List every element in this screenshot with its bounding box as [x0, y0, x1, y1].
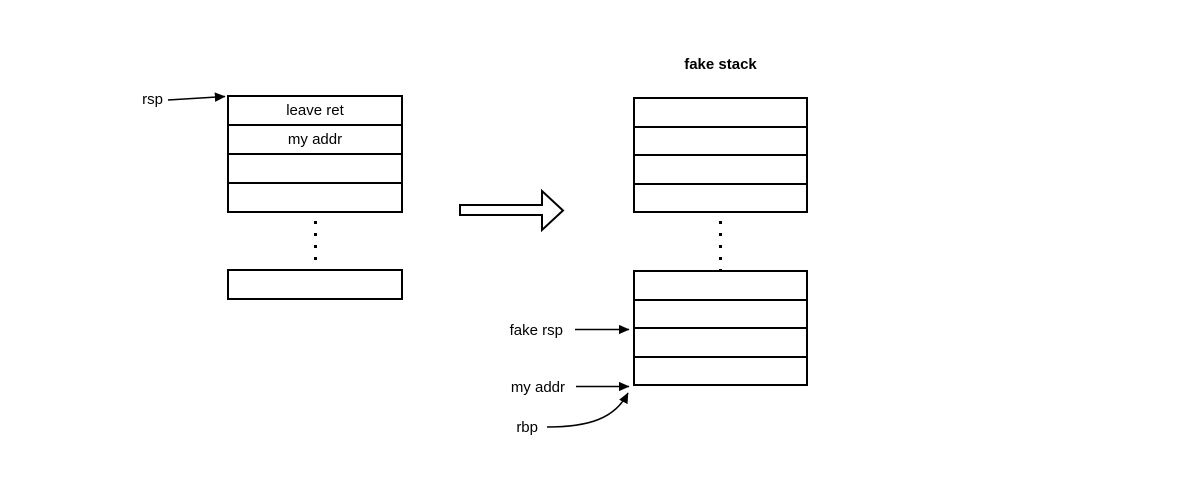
- dot-icon: [719, 221, 722, 224]
- fake-stack-upper-row-3: [635, 154, 806, 183]
- dot-icon: [314, 233, 317, 236]
- left-detached-row: [229, 271, 401, 298]
- fake-stack-upper: [633, 97, 808, 213]
- rsp-label: rsp: [142, 91, 163, 108]
- dot-icon: [719, 257, 722, 260]
- fake-stack-title: fake stack: [684, 56, 757, 73]
- dot-icon: [719, 233, 722, 236]
- fake-rsp-label: fake rsp: [509, 322, 563, 339]
- dot-icon: [314, 257, 317, 260]
- left-stack-row-empty-2: [229, 182, 401, 211]
- dot-icon: [314, 245, 317, 248]
- left-detached-box: [227, 269, 403, 300]
- left-stack: leave ret my addr: [227, 95, 403, 213]
- transform-right-arrow-icon: [459, 188, 565, 233]
- ellipsis-dots-right: [719, 221, 722, 272]
- fake-stack-lower: [633, 270, 808, 386]
- fake-stack-lower-row-3: [635, 327, 806, 356]
- fake-stack-lower-row-2: [635, 298, 806, 328]
- rbp-arrow: [546, 392, 629, 428]
- fake-stack-upper-row-1: [635, 99, 806, 126]
- my-addr-label: my addr: [510, 379, 565, 396]
- rbp-label: rbp: [516, 419, 538, 436]
- dot-icon: [314, 221, 317, 224]
- left-stack-row-my-addr: my addr: [229, 124, 401, 153]
- fake-stack-lower-row-4: [635, 355, 806, 385]
- left-stack-row-empty-1: [229, 153, 401, 182]
- left-stack-row-leave-ret: leave ret: [286, 102, 344, 119]
- fake-stack-lower-row-1: [635, 272, 806, 299]
- rsp-arrow: [167, 92, 226, 102]
- ellipsis-dots-left: [314, 221, 317, 272]
- fake-stack-upper-row-4: [635, 182, 806, 212]
- fake-stack-upper-row-2: [635, 125, 806, 155]
- dot-icon: [719, 245, 722, 248]
